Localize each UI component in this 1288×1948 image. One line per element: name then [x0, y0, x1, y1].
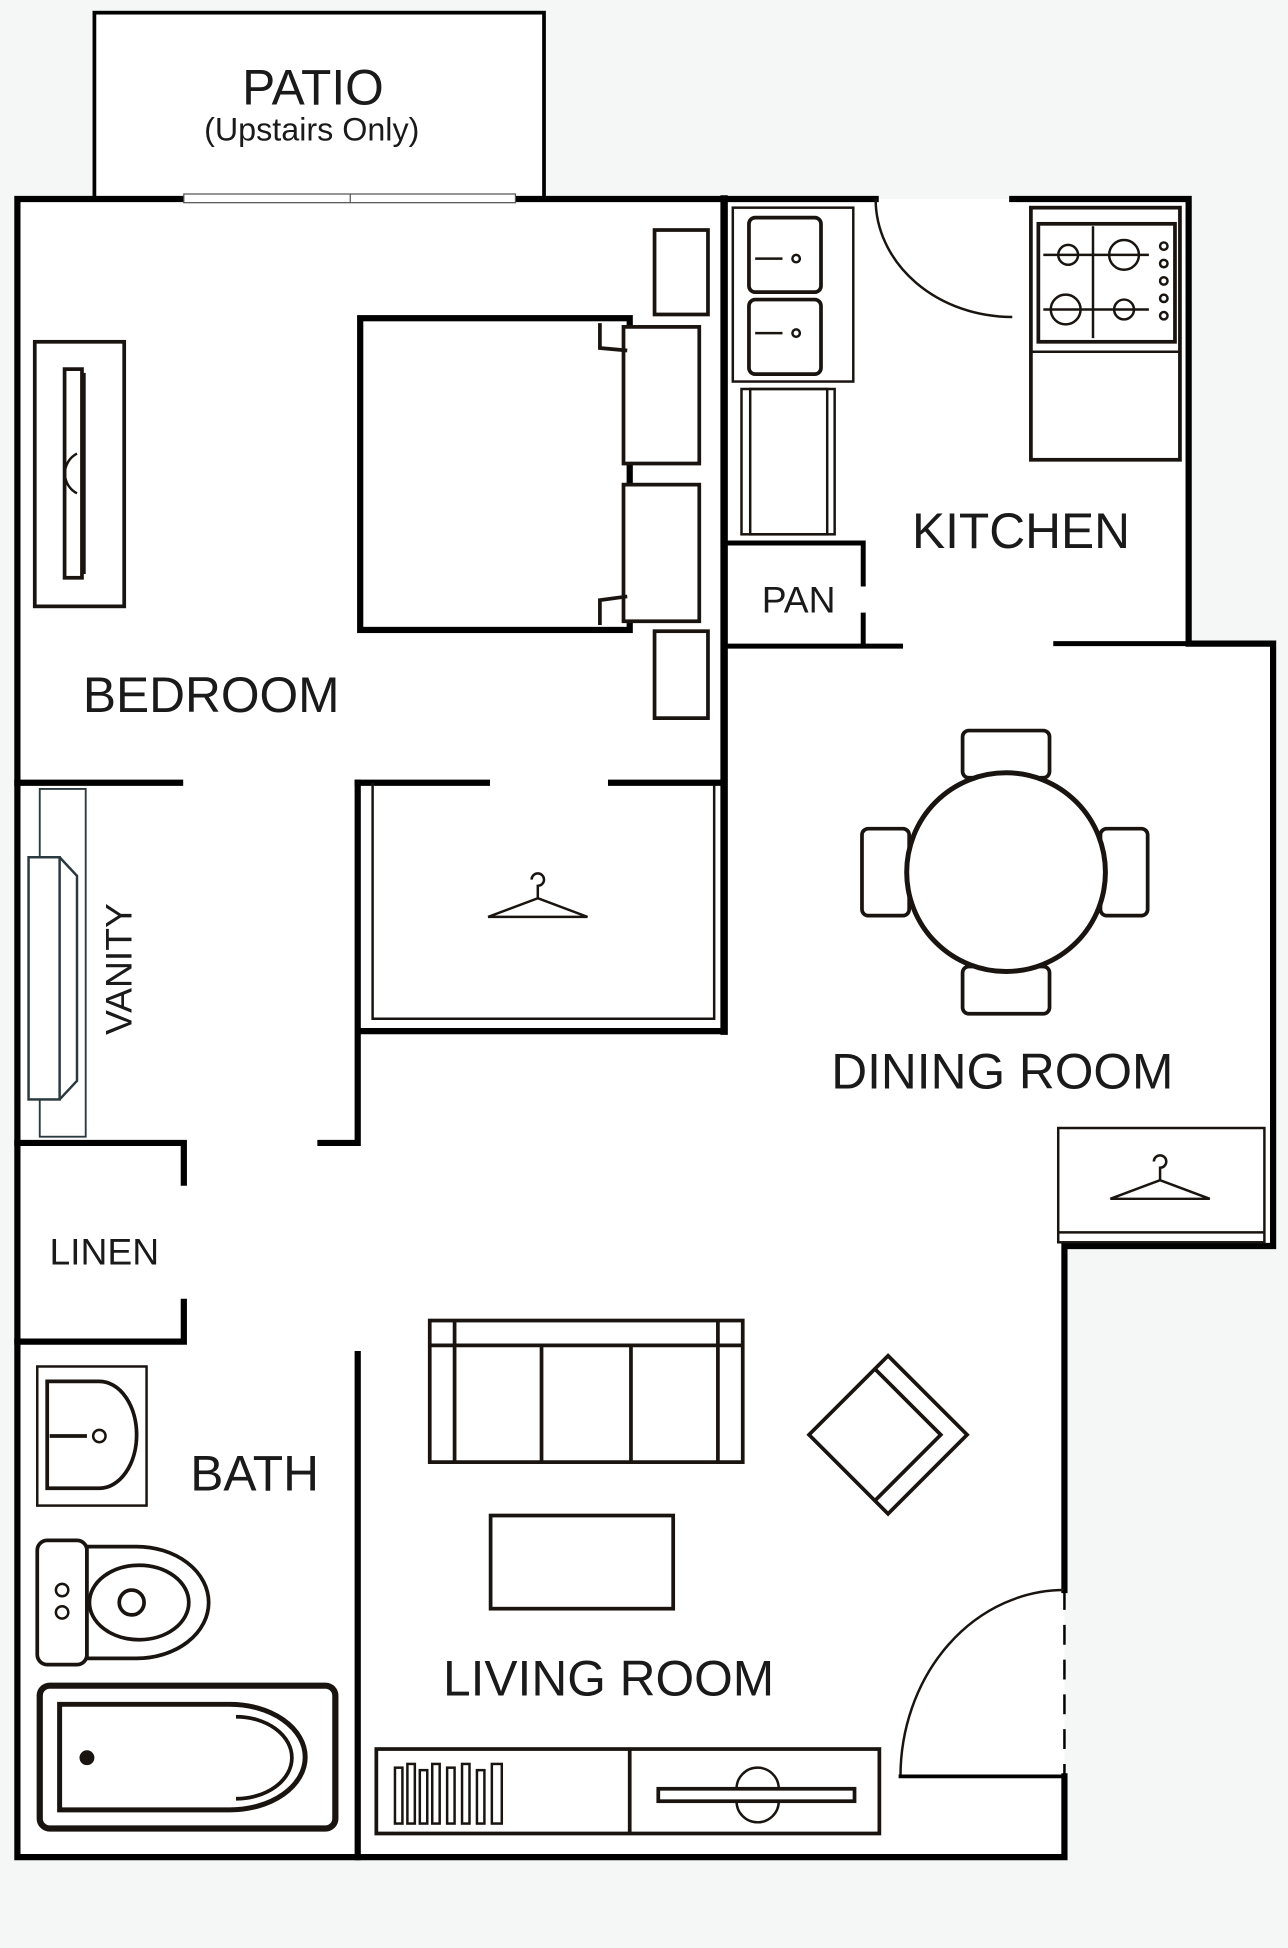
- dresser-with-tv: [32, 339, 127, 609]
- bathroom-sink: [36, 1365, 148, 1507]
- bath-label: BATH: [190, 1446, 319, 1502]
- living-room-label: LIVING ROOM: [443, 1651, 774, 1707]
- bed: [357, 315, 702, 634]
- front-door[interactable]: [898, 1588, 1067, 1779]
- hanger-icon: [1109, 1154, 1211, 1201]
- stove: [1029, 205, 1182, 462]
- bathtub: [36, 1682, 339, 1832]
- kitchen-sink: [731, 206, 855, 383]
- patio: [92, 10, 546, 201]
- tv-console: [374, 1747, 882, 1836]
- vanity-label: VANITY: [98, 903, 140, 1035]
- dining-room-label: DINING ROOM: [831, 1043, 1173, 1099]
- nightstand: [652, 629, 710, 721]
- armchair: [806, 1353, 970, 1517]
- patio-note-label: (Upstairs Only): [204, 112, 419, 148]
- kitchen-label: KITCHEN: [912, 503, 1130, 559]
- hanger-icon: [487, 872, 588, 919]
- dining-table: [860, 728, 1150, 1016]
- kitchen-door-swing[interactable]: [874, 198, 1013, 319]
- dishwasher: [740, 387, 836, 536]
- linen-label: LINEN: [49, 1231, 159, 1273]
- vanity: [27, 788, 87, 1138]
- interior-walls: [14, 195, 1192, 1861]
- sofa: [427, 1318, 745, 1464]
- nightstand: [652, 228, 710, 317]
- patio-label: PATIO: [242, 60, 384, 116]
- coffee-table: [488, 1513, 676, 1611]
- patio-sliding-door[interactable]: [183, 193, 517, 204]
- toilet: [35, 1538, 211, 1667]
- pantry-label: PAN: [762, 579, 836, 621]
- dining-closet: [1056, 1126, 1266, 1244]
- bedroom-label: BEDROOM: [83, 667, 340, 723]
